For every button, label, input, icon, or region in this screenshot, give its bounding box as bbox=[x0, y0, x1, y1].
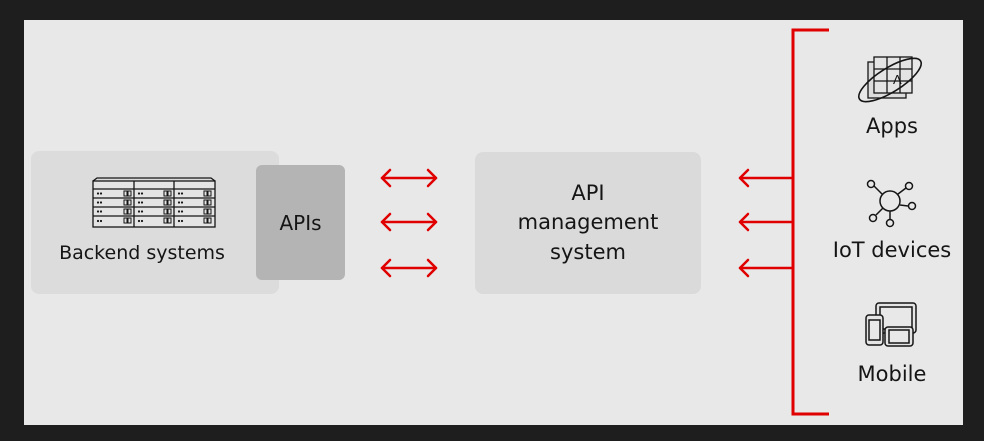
api-management-system-box: API management system bbox=[475, 152, 701, 294]
api-management-line-2: management bbox=[517, 210, 659, 235]
clients-bracket bbox=[791, 28, 829, 416]
client-arrow-bottom bbox=[738, 258, 795, 278]
bidirectional-arrow-top bbox=[380, 168, 438, 188]
client-arrow-middle bbox=[738, 212, 795, 232]
iot-hub-icon bbox=[866, 179, 917, 228]
client-arrows bbox=[738, 168, 795, 278]
server-rack-icon bbox=[92, 177, 216, 228]
client-label-mobile: Mobile bbox=[857, 362, 927, 386]
bidirectional-arrow-bottom bbox=[380, 258, 438, 278]
apis-label: APIs bbox=[279, 210, 322, 235]
bidirectional-arrows bbox=[380, 168, 438, 278]
mobile-devices-icon bbox=[865, 302, 917, 347]
api-management-line-3: system bbox=[550, 239, 626, 264]
bidirectional-arrow-middle bbox=[380, 212, 438, 232]
backend-systems-label: Backend systems bbox=[59, 242, 225, 264]
client-label-apps: Apps bbox=[866, 114, 918, 138]
apps-globe-icon: A bbox=[858, 56, 922, 103]
api-management-line-1: API bbox=[571, 180, 605, 205]
apis-box: APIs bbox=[256, 165, 345, 280]
client-arrow-top bbox=[738, 168, 795, 188]
client-label-iot-devices: IoT devices bbox=[832, 238, 952, 262]
svg-text:A: A bbox=[893, 72, 902, 87]
